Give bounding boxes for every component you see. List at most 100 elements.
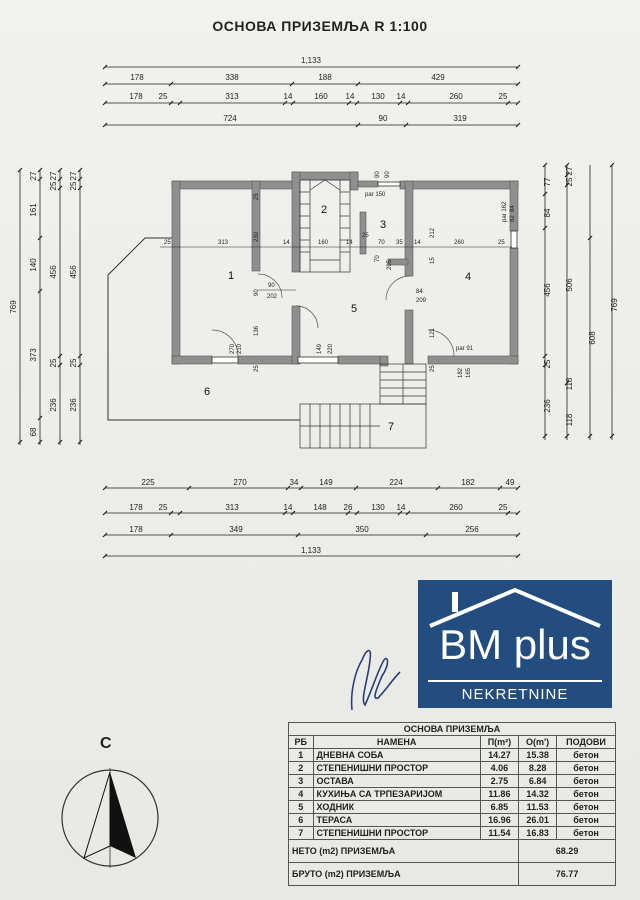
top-dimensions (102, 64, 521, 128)
dim-label: 319 (453, 114, 467, 123)
dim-label: 70 (378, 240, 385, 246)
logo-subtitle: NEKRETNINE (461, 686, 569, 703)
dim-label: 25 (49, 181, 58, 190)
dim-label: 25 (159, 503, 168, 512)
room-labels: 1 2 3 4 5 6 7 (204, 204, 471, 433)
table-cell: 5 (288, 800, 314, 814)
schedule-title: ОСНОВА ПРИЗЕМЉА (288, 722, 616, 736)
dim-label: 456 (69, 265, 78, 279)
dim-label: 313 (225, 503, 239, 512)
table-cell: СТЕПЕНИШНИ ПРОСТОР (312, 826, 481, 840)
dim-label: 82 (510, 215, 516, 222)
neto-value: 68.29 (518, 839, 616, 863)
dim-label: 130 (371, 503, 385, 512)
north-label: С (100, 735, 112, 752)
dim-label: 178 (130, 73, 144, 82)
dim-label: 140 (29, 258, 38, 272)
schedule-header-row: РБ НАМЕНА П(m²) О(m') ПОДОВИ (288, 735, 616, 749)
table-cell: 2 (288, 761, 314, 775)
dim-label: 350 (355, 525, 369, 534)
dim-label: 270 (233, 478, 247, 487)
dim-label: 130 (371, 92, 385, 101)
right-dimension-labels: 77 84 456 25 236 27 25 506 118 118 608 7… (543, 166, 619, 426)
table-cell: бетон (556, 800, 616, 814)
table-cell: 14.27 (479, 748, 520, 762)
bottom-dimensions (102, 485, 521, 559)
column-header: НАМЕНА (312, 735, 481, 749)
dim-label: 149 (317, 343, 323, 354)
windows (211, 181, 518, 364)
table-cell: ТЕРАСА (312, 813, 481, 827)
room-label-6: 6 (204, 386, 210, 398)
table-cell: 26.01 (518, 813, 558, 827)
top-dimension-labels: 1,133 178 338 188 429 178 25 313 14 160 … (129, 56, 508, 123)
dim-label: 27 (29, 171, 38, 180)
dim-label: 25 (164, 240, 171, 246)
dim-label: 1,133 (301, 546, 322, 555)
dim-label: 373 (29, 348, 38, 362)
dim-label: 27 (69, 171, 78, 180)
logo-divider (428, 680, 602, 682)
dim-label: 260 (449, 503, 463, 512)
dim-label: 68 (29, 427, 38, 436)
bruto-value: 76.77 (518, 862, 616, 886)
dim-label: 90 (375, 171, 381, 178)
room-label-4: 4 (465, 271, 471, 283)
right-dimensions (542, 162, 615, 440)
dim-label: 25 (499, 92, 508, 101)
dim-label: 25 (498, 240, 505, 246)
dim-label: 25 (430, 365, 436, 372)
dim-label: 724 (223, 114, 237, 123)
signature (350, 649, 401, 711)
dim-label: 25 (499, 503, 508, 512)
table-cell: бетон (556, 761, 616, 775)
table-cell: бетон (556, 774, 616, 788)
dim-label: 338 (225, 73, 239, 82)
dim-label: 182 (461, 478, 475, 487)
table-cell: 6.84 (518, 774, 558, 788)
dim-label: 1,133 (301, 56, 322, 65)
left-dimension-labels: 769 27 161 140 373 68 27 25 456 25 236 2… (9, 171, 78, 436)
dim-label: 256 (465, 525, 479, 534)
dim-label: 25 (362, 233, 369, 239)
table-cell: 6.85 (479, 800, 520, 814)
dim-label: 118 (565, 413, 574, 426)
dim-label: 224 (389, 478, 403, 487)
dim-label: 90 (385, 171, 391, 178)
dim-label: 14 (397, 92, 406, 101)
column-header: О(m') (518, 735, 558, 749)
table-cell: 11.54 (479, 826, 520, 840)
dim-label: 14 (346, 240, 353, 246)
room-label-7: 7 (388, 421, 394, 433)
dim-label: 209 (416, 298, 427, 304)
dim-label: 84 (416, 289, 423, 295)
table-cell: 4 (288, 787, 314, 801)
neto-row: НЕТО (m2) ПРИЗЕМЉА 68.29 (287, 839, 616, 863)
dim-label: 429 (431, 73, 445, 82)
stair-7 (299, 363, 427, 449)
dim-label: 25 (69, 358, 78, 367)
dim-label: 225 (141, 478, 155, 487)
column-header: РБ (288, 735, 314, 749)
dim-label: 90 (379, 114, 388, 123)
dim-label: 121 (430, 327, 436, 338)
table-cell: 4.06 (479, 761, 520, 775)
dim-label: 178 (129, 503, 143, 512)
table-cell: 8.28 (518, 761, 558, 775)
dim-label: 15 (430, 257, 436, 264)
dim-label: 25 (254, 193, 260, 200)
table-cell: бетон (556, 748, 616, 762)
dim-label: par 91 (456, 346, 474, 352)
dim-label: 220 (328, 343, 334, 354)
table-cell: СТЕПЕНИШНИ ПРОСТОР (312, 761, 481, 775)
dim-label: 25 (159, 92, 168, 101)
dim-label: 14 (284, 92, 293, 101)
table-cell: 11.53 (518, 800, 558, 814)
dim-label: 230 (254, 231, 260, 242)
dim-label: 26 (344, 503, 353, 512)
dim-label: 84 (510, 205, 516, 212)
dim-label: 165 (466, 367, 472, 378)
dim-label: 35 (396, 240, 403, 246)
